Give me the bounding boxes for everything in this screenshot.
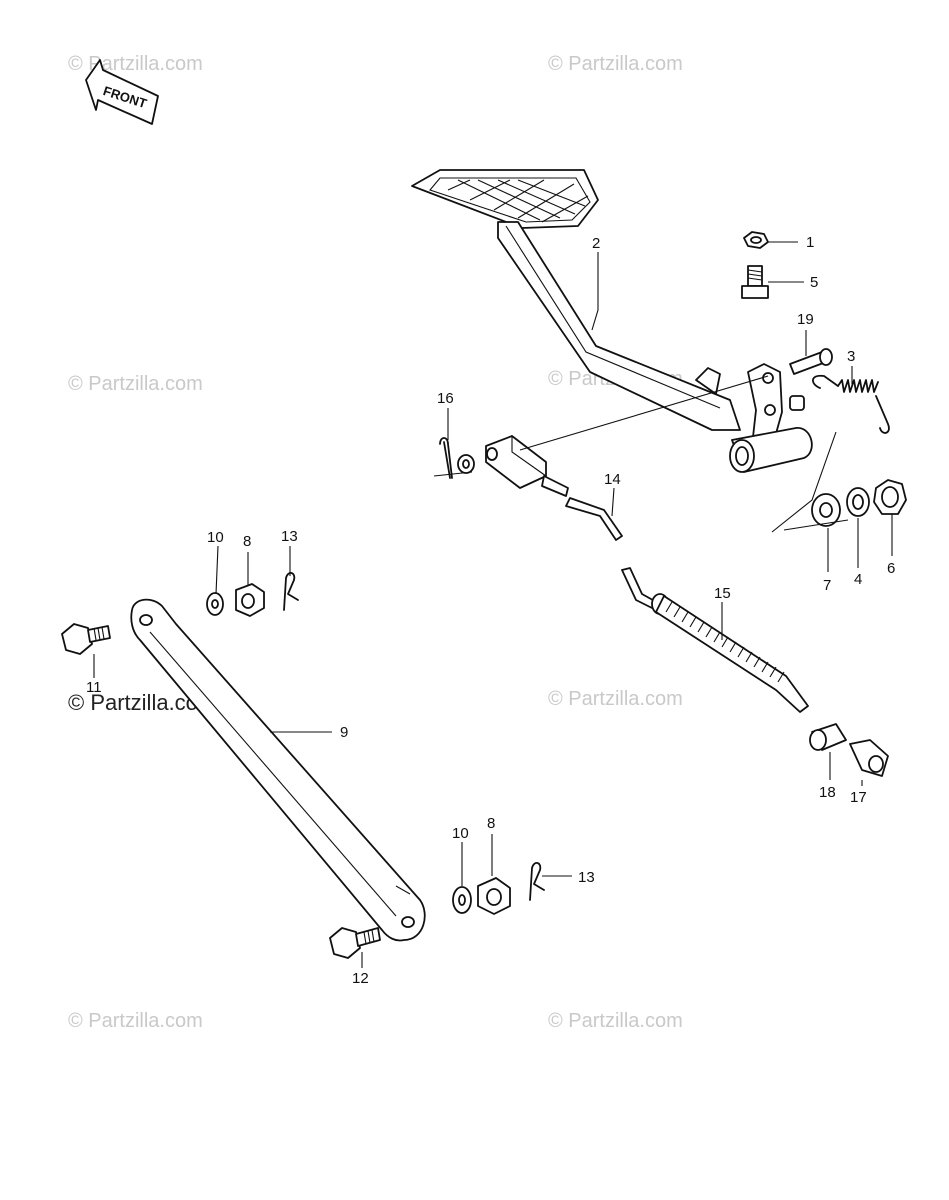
callout-15: 15 <box>714 585 731 602</box>
return-spring <box>812 374 890 434</box>
callout-2: 2 <box>592 235 600 252</box>
r-clip-13-lower <box>529 862 545 901</box>
callout-17: 17 <box>850 789 867 806</box>
nut-8-upper <box>235 583 265 617</box>
watermark: © Partzilla.com <box>68 1010 203 1032</box>
clevis-washer <box>457 454 475 474</box>
washer-10-lower <box>452 886 472 914</box>
callout-8-lower: 8 <box>487 815 495 832</box>
pivot-pin <box>789 348 833 375</box>
callout-12: 12 <box>352 970 369 987</box>
r-clip-13-upper <box>283 572 299 611</box>
callout-13-upper: 13 <box>281 528 298 545</box>
torque-link <box>130 598 426 942</box>
callout-numbers: 1 2 3 4 5 6 7 8 8 9 10 10 11 12 13 13 14… <box>86 234 895 987</box>
callout-10-upper: 10 <box>207 529 224 546</box>
threaded-rod-end <box>651 593 809 713</box>
cap-nut-6 <box>873 479 907 515</box>
brake-rod <box>565 497 661 611</box>
callout-1: 1 <box>806 234 814 251</box>
nut <box>743 231 769 249</box>
callout-16: 16 <box>437 390 454 407</box>
washer-10-upper <box>206 592 224 616</box>
callout-18: 18 <box>819 784 836 801</box>
watermark: © Partzilla.com <box>68 373 203 395</box>
stopper-bolt <box>741 265 769 299</box>
leader-lines <box>93 241 893 968</box>
watermark: © Partzilla.com <box>548 1010 683 1032</box>
callout-7: 7 <box>823 577 831 594</box>
watermark: © Partzilla.com <box>68 53 203 75</box>
spring-washer-4 <box>846 487 870 517</box>
callout-19: 19 <box>797 311 814 328</box>
watermark: © Partzilla.com <box>548 53 683 75</box>
callout-10-lower: 10 <box>452 825 469 842</box>
callout-11: 11 <box>86 679 102 696</box>
callout-9: 9 <box>340 724 348 741</box>
front-direction-arrow: FRONT <box>85 59 159 125</box>
callout-14: 14 <box>604 471 621 488</box>
callout-8-upper: 8 <box>243 533 251 550</box>
callout-5: 5 <box>810 274 818 291</box>
callout-3: 3 <box>847 348 855 365</box>
callout-4: 4 <box>854 571 862 588</box>
bolt-11 <box>61 623 111 655</box>
brake-pedal <box>411 169 813 473</box>
adjusting-nut <box>849 739 889 777</box>
trunnion-pin <box>809 723 847 751</box>
brake-rod-clevis <box>485 375 769 497</box>
bolt-12 <box>329 927 381 959</box>
callout-6: 6 <box>887 560 895 577</box>
washer-7 <box>811 493 841 527</box>
nut-8-lower <box>477 877 511 915</box>
watermark: © Partzilla.com <box>548 688 683 710</box>
callout-13-lower: 13 <box>578 869 595 886</box>
